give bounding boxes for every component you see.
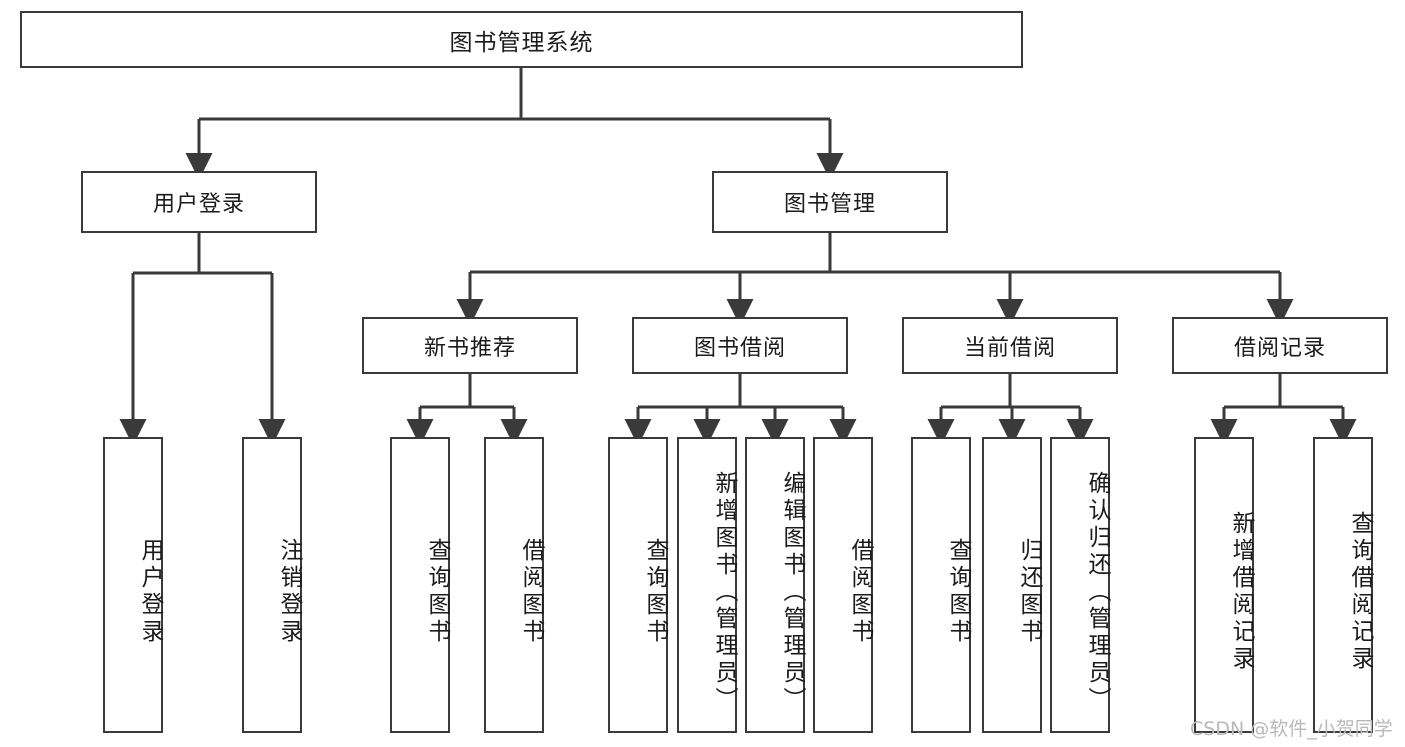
node-user-login-label: 用户登录 <box>152 192 245 217</box>
node-user-login[interactable]: 用户登录 <box>81 171 317 233</box>
node-book-management-label: 图书管理 <box>783 192 876 217</box>
node-new-book-recommend-label: 新书推荐 <box>423 335 516 361</box>
leaf-return-book-label: 归还图书 <box>1016 538 1042 646</box>
node-root[interactable]: 图书管理系统 <box>20 11 1023 68</box>
node-current-borrow[interactable]: 当前借阅 <box>902 317 1118 374</box>
leaf-edit-book-label: 编辑图书（管理员） <box>779 470 805 714</box>
leaf-return-book[interactable]: 归还图书 <box>982 437 1042 733</box>
leaf-user-logout[interactable]: 注销登录 <box>242 437 302 733</box>
node-book-borrow-label: 图书借阅 <box>693 335 786 361</box>
leaf-add-borrow-record[interactable]: 新增借阅记录 <box>1194 437 1254 733</box>
node-borrow-record[interactable]: 借阅记录 <box>1172 317 1388 374</box>
leaf-query-book-3[interactable]: 查询图书 <box>911 437 971 733</box>
leaf-user-logout-label: 注销登录 <box>276 538 302 646</box>
node-root-label: 图书管理系统 <box>449 29 594 56</box>
leaf-confirm-return[interactable]: 确认归还（管理员） <box>1050 437 1110 733</box>
leaf-add-borrow-record-label: 新增借阅记录 <box>1228 511 1254 673</box>
leaf-query-book-3-label: 查询图书 <box>945 538 971 646</box>
leaf-borrow-book-2[interactable]: 借阅图书 <box>813 437 873 733</box>
node-borrow-record-label: 借阅记录 <box>1233 335 1326 361</box>
leaf-borrow-book-1-label: 借阅图书 <box>518 538 544 646</box>
leaf-edit-book[interactable]: 编辑图书（管理员） <box>745 437 805 733</box>
leaf-query-book-2-label: 查询图书 <box>642 538 668 646</box>
node-new-book-recommend[interactable]: 新书推荐 <box>362 317 578 374</box>
leaf-confirm-return-label: 确认归还（管理员） <box>1084 470 1110 714</box>
node-book-borrow[interactable]: 图书借阅 <box>632 317 848 374</box>
leaf-borrow-book-2-label: 借阅图书 <box>847 538 873 646</box>
leaf-query-book-1-label: 查询图书 <box>424 538 450 646</box>
leaf-borrow-book-1[interactable]: 借阅图书 <box>484 437 544 733</box>
leaf-add-book-label: 新增图书（管理员） <box>711 470 737 714</box>
leaf-query-book-1[interactable]: 查询图书 <box>390 437 450 733</box>
leaf-add-book[interactable]: 新增图书（管理员） <box>677 437 737 733</box>
node-book-management[interactable]: 图书管理 <box>712 171 948 233</box>
node-current-borrow-label: 当前借阅 <box>963 335 1056 361</box>
leaf-query-borrow-record[interactable]: 查询借阅记录 <box>1313 437 1373 733</box>
leaf-query-book-2[interactable]: 查询图书 <box>608 437 668 733</box>
leaf-user-login[interactable]: 用户登录 <box>103 437 163 733</box>
leaf-query-borrow-record-label: 查询借阅记录 <box>1347 511 1373 673</box>
leaf-user-login-label: 用户登录 <box>137 538 163 646</box>
watermark: CSDN @软件_小贺同学 <box>1190 718 1393 740</box>
